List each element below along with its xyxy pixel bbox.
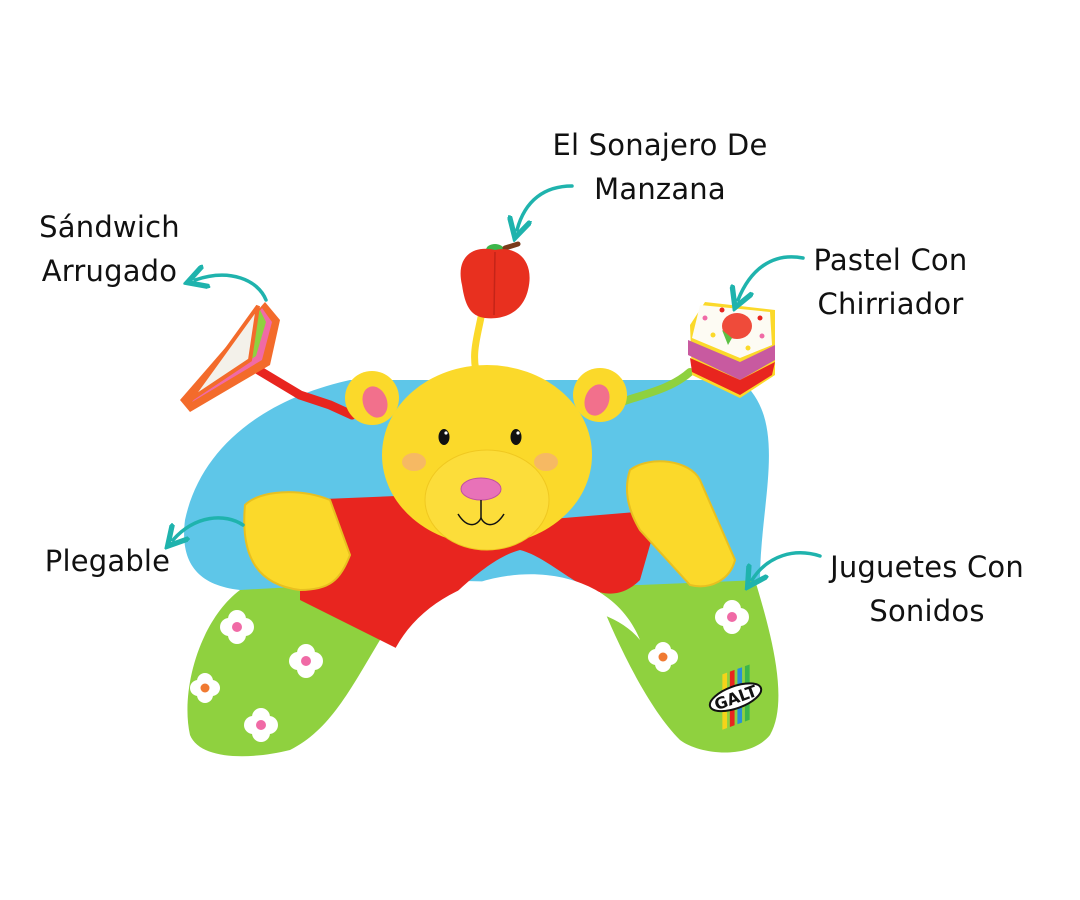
label-crinkle-sandwich-line1: Sándwich [39, 210, 180, 244]
arrow-apple [517, 184, 574, 230]
squeaker-cake-toy [688, 302, 775, 398]
arrow-foldable [173, 516, 245, 540]
label-sound-toys-line1: Juguetes Con [830, 550, 1024, 584]
label-apple-rattle-line1: El Sonajero De [552, 128, 768, 162]
apple-rattle-toy [460, 241, 530, 319]
label-foldable: Plegable [30, 539, 185, 583]
arrow-sound-toys [752, 551, 822, 580]
crinkle-sandwich-toy [180, 302, 280, 412]
bear-head [345, 365, 627, 551]
label-foldable-line1: Plegable [44, 544, 171, 578]
label-apple-rattle-line2: Manzana [594, 172, 726, 206]
arrow-cake [738, 255, 805, 300]
label-squeaker-cake: Pastel Con Chirriador [798, 238, 983, 326]
label-crinkle-sandwich: Sándwich Arrugado [22, 205, 197, 293]
annotation-arrows [173, 184, 822, 580]
label-squeaker-cake-line1: Pastel Con [813, 243, 968, 277]
cake-strap [618, 368, 694, 406]
flower-decorations [190, 600, 749, 742]
label-sound-toys: Juguetes Con Sonidos [812, 545, 1042, 633]
label-squeaker-cake-line2: Chirriador [817, 287, 964, 321]
label-apple-rattle: El Sonajero De Manzana [540, 123, 780, 211]
sandwich-strap [250, 363, 357, 420]
arrow-sandwich [195, 275, 268, 302]
label-sound-toys-line2: Sonidos [869, 594, 985, 628]
label-crinkle-sandwich-line2: Arrugado [41, 254, 178, 288]
